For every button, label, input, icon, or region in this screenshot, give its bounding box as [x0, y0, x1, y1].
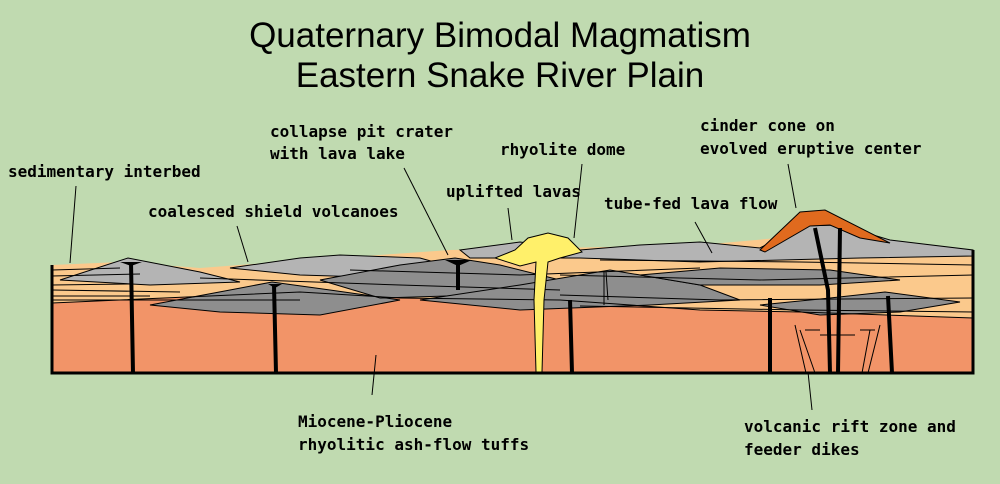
label-collapse-pit-line1: collapse pit crater	[270, 122, 454, 141]
shield-volcano-right	[639, 267, 901, 286]
title-line-1: Quaternary Bimodal Magmatism	[249, 16, 751, 55]
label-sedimentary-interbed: sedimentary interbed	[8, 162, 201, 181]
vent-caps	[120, 260, 472, 288]
label-miocene-line2: rhyolitic ash-flow tuffs	[298, 435, 530, 454]
label-coalesced-shield-volcanoes: coalesced shield volcanoes	[148, 202, 399, 221]
leader-lines	[69, 163, 813, 411]
label-tube-fed-lava-flow: tube-fed lava flow	[604, 194, 778, 213]
label-miocene-line1: Miocene-Pliocene	[298, 412, 453, 431]
label-cinder-cone-line2: evolved eruptive center	[700, 139, 922, 158]
label-collapse-pit-line2: with lava lake	[270, 144, 405, 163]
cinder-cone	[759, 209, 891, 253]
title-line-2: Eastern Snake River Plain	[295, 56, 705, 95]
rhyolite-dome	[493, 232, 583, 373]
layer-lines	[51, 259, 974, 319]
label-uplifted-lavas: uplifted lavas	[446, 182, 581, 201]
label-cinder-cone-line1: cinder cone on	[700, 116, 835, 135]
shield-volcano-left	[59, 257, 241, 286]
label-rift-zone-line2: feeder dikes	[744, 440, 860, 459]
section-border	[50, 250, 975, 375]
label-rift-zone-line1: volcanic rift zone and	[744, 417, 956, 436]
label-rhyolite-dome: rhyolite dome	[500, 140, 626, 159]
feeder-dikes	[129, 227, 894, 374]
